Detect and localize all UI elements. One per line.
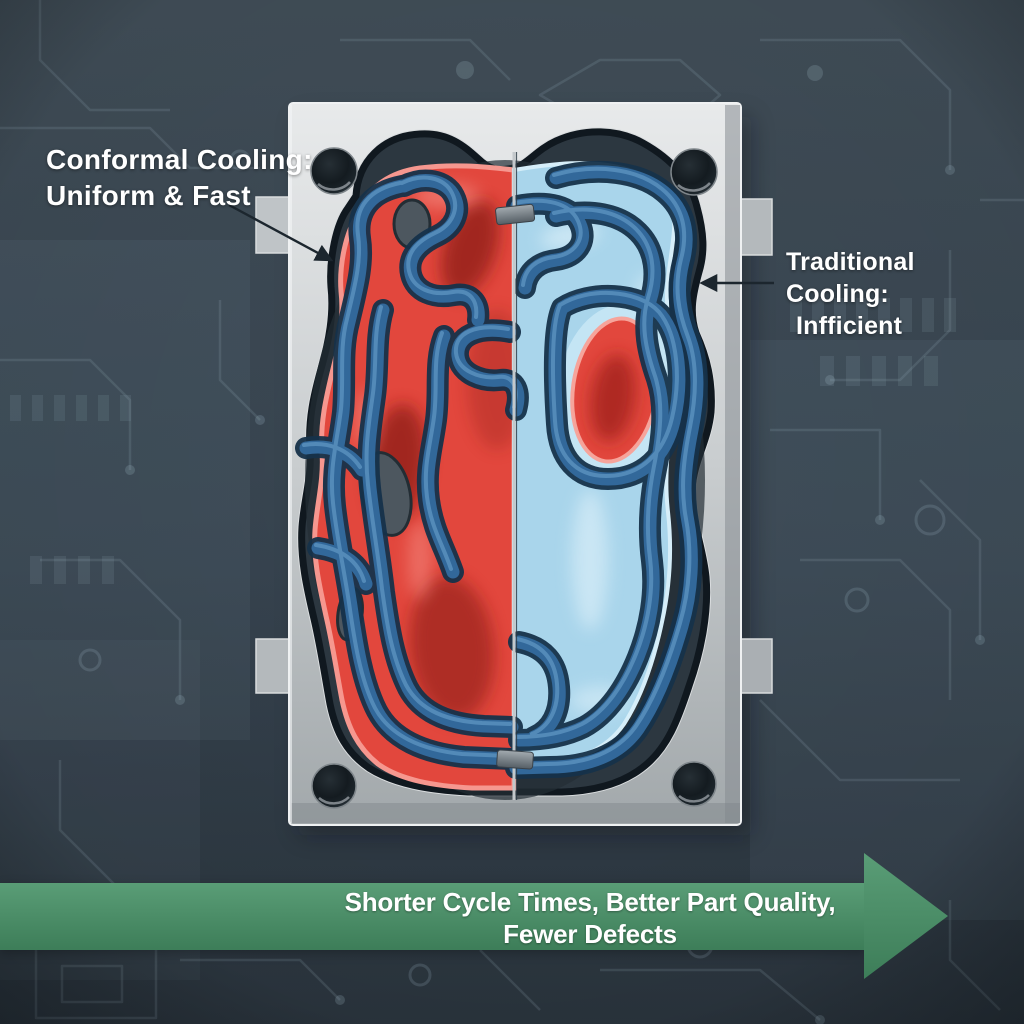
seam-clamp-bottom [496,749,534,770]
conformal-arrow [228,203,334,262]
traditional-cooling-label: Traditional Cooling: Infficient [786,246,1024,342]
mounting-hole-top-right [670,148,718,196]
conformal-label-line1: Conformal Cooling: [46,144,313,175]
benefits-banner-text: Shorter Cycle Times, Better Part Quality… [170,887,1010,950]
traditional-label-line2: Infficient [796,312,903,340]
parting-line-seam [495,152,536,800]
mounting-holes [310,147,718,809]
benefits-line1: Shorter Cycle Times, Better Part Quality… [344,887,836,917]
benefits-arrow-banner [0,883,866,950]
mold-cavity [302,127,716,800]
mounting-hole-bottom-left [311,763,357,809]
mounting-hole-bottom-right [671,761,717,807]
conformal-label-line2: Uniform & Fast [46,179,251,211]
mounting-hole-top-left [310,147,358,195]
benefits-line2: Fewer Defects [503,918,677,949]
side-tabs [255,196,773,694]
traditional-label-line1: Traditional Cooling: [786,248,915,308]
seam-clamp-top [495,203,536,226]
conformal-cooling-label: Conformal Cooling: Uniform & Fast [46,142,313,214]
